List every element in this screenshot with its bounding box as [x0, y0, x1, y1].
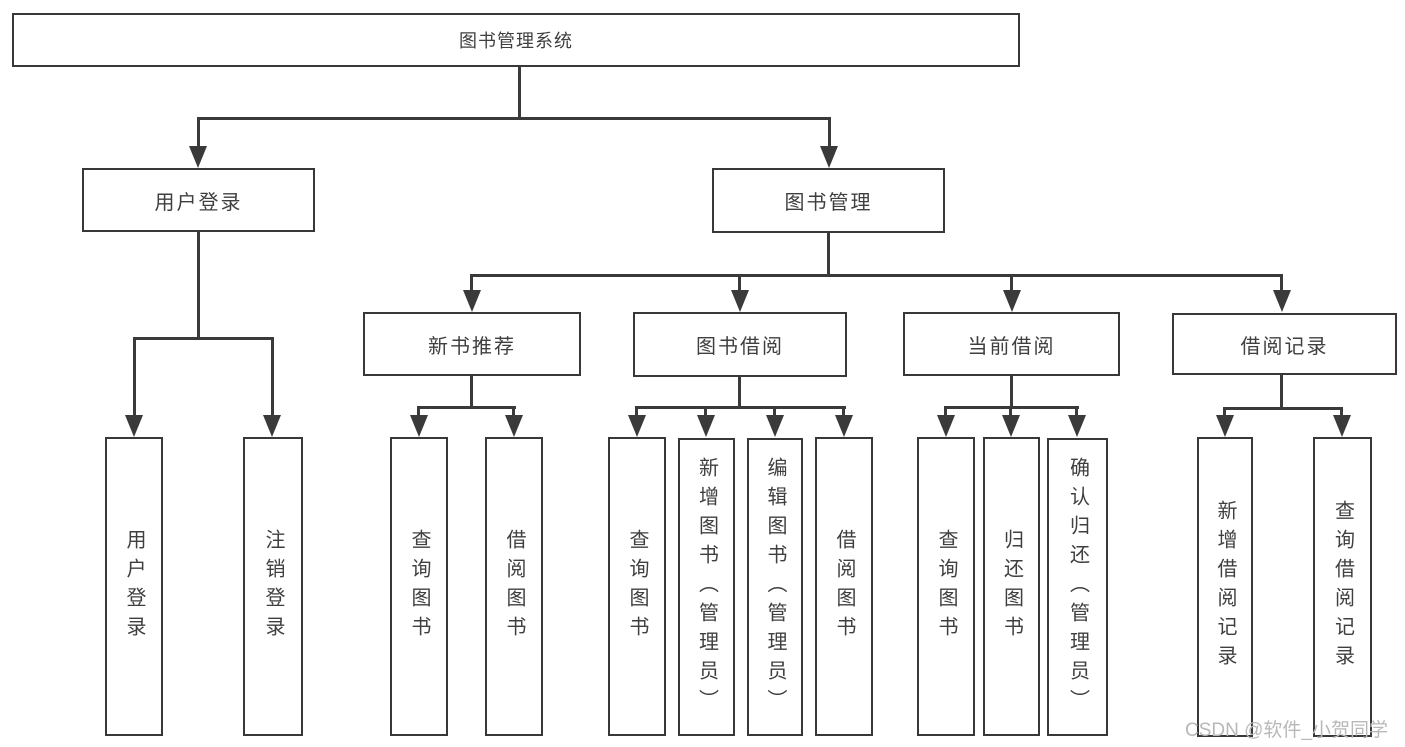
node-add-borrow-record: 新增借阅记录	[1197, 437, 1253, 737]
connector-line	[1340, 407, 1343, 415]
connector-line	[418, 406, 516, 409]
node-query-books-recommend: 查询图书	[390, 437, 448, 736]
arrow-down-icon	[628, 415, 646, 437]
node-label: 图书管理系统	[459, 31, 573, 51]
arrow-down-icon	[1003, 290, 1021, 312]
arrow-down-icon	[1068, 415, 1086, 437]
node-label: 新增图书（管理员）	[695, 456, 718, 718]
node-borrow-books: 借阅图书	[815, 437, 873, 736]
connector-line	[197, 117, 831, 120]
node-user-login-leaf: 用户登录	[105, 437, 163, 736]
node-label: 新书推荐	[428, 335, 516, 358]
csdn-watermark: CSDN @软件_小贺同学	[1185, 720, 1388, 741]
node-label: 查询图书	[626, 528, 648, 645]
connector-line	[1010, 376, 1013, 406]
node-label: 借阅记录	[1240, 335, 1329, 358]
arrow-down-icon	[1002, 415, 1020, 437]
node-label: 查询借阅记录	[1331, 500, 1354, 674]
connector-line	[704, 406, 707, 415]
connector-line	[738, 376, 741, 406]
connector-line	[842, 406, 845, 415]
arrow-down-icon	[410, 415, 428, 437]
node-label: 归还图书	[1000, 528, 1023, 645]
connector-line	[1224, 407, 1343, 410]
node-query-books-borrowing: 查询图书	[608, 437, 666, 736]
node-borrowing-records: 借阅记录	[1172, 313, 1397, 375]
node-return-books: 归还图书	[983, 437, 1040, 736]
connector-line	[518, 67, 521, 117]
arrow-down-icon	[820, 146, 838, 168]
connector-line	[738, 274, 741, 290]
connector-line	[635, 406, 638, 415]
node-label: 查询图书	[408, 528, 430, 645]
arrow-down-icon	[463, 290, 481, 312]
node-confirm-return-admin: 确认归还（管理员）	[1047, 438, 1108, 736]
node-label: 注销登录	[262, 528, 284, 645]
connector-line	[1280, 375, 1283, 407]
node-label: 图书管理	[784, 192, 873, 214]
arrow-down-icon	[189, 146, 207, 168]
connector-line	[773, 406, 776, 415]
node-label: 查询图书	[935, 528, 957, 645]
node-edit-books-admin: 编辑图书（管理员）	[747, 438, 803, 736]
connector-line	[1280, 274, 1283, 290]
connector-line	[133, 337, 274, 340]
arrow-down-icon	[125, 415, 143, 437]
arrow-down-icon	[835, 415, 853, 437]
node-query-borrow-record: 查询借阅记录	[1313, 437, 1372, 737]
arrow-down-icon	[731, 290, 749, 312]
connector-line	[827, 233, 830, 274]
arrow-down-icon	[697, 415, 715, 437]
node-add-books-admin: 新增图书（管理员）	[678, 438, 735, 736]
node-borrow-books-recommend: 借阅图书	[485, 437, 543, 736]
node-label: 借阅图书	[833, 528, 855, 645]
arrow-down-icon	[505, 415, 523, 437]
connector-line	[944, 406, 947, 415]
node-book-borrowing: 图书借阅	[633, 312, 847, 377]
arrow-down-icon	[1333, 415, 1351, 437]
connector-line	[945, 406, 1079, 409]
node-logout: 注销登录	[243, 437, 303, 736]
node-book-management: 图书管理	[712, 168, 945, 233]
connector-line	[512, 406, 515, 415]
connector-line	[417, 406, 420, 415]
node-label: 用户登录	[123, 528, 145, 645]
node-current-borrowing: 当前借阅	[903, 312, 1120, 376]
node-library-system: 图书管理系统	[12, 13, 1020, 67]
node-new-book-recommend: 新书推荐	[363, 312, 581, 376]
node-label: 图书借阅	[696, 336, 784, 358]
connector-line	[133, 337, 136, 415]
arrow-down-icon	[263, 415, 281, 437]
connector-line	[197, 232, 200, 337]
node-label: 新增借阅记录	[1214, 500, 1236, 674]
connector-line	[1223, 407, 1226, 415]
arrow-down-icon	[937, 415, 955, 437]
connector-line	[197, 117, 200, 146]
node-user-login: 用户登录	[82, 168, 315, 232]
connector-line	[470, 376, 473, 406]
connector-line	[1009, 406, 1012, 415]
node-label: 当前借阅	[967, 335, 1056, 358]
connector-line	[470, 274, 473, 290]
arrow-down-icon	[1273, 290, 1291, 312]
node-label: 用户登录	[154, 191, 243, 214]
connector-line	[1075, 406, 1078, 415]
node-label: 编辑图书（管理员）	[764, 456, 786, 718]
connector-line	[828, 117, 831, 146]
arrow-down-icon	[766, 415, 784, 437]
connector-line	[271, 337, 274, 415]
connector-line	[636, 406, 846, 409]
connector-line	[470, 274, 1282, 277]
arrow-down-icon	[1216, 415, 1234, 437]
node-label: 借阅图书	[503, 528, 525, 645]
node-query-books-current: 查询图书	[917, 437, 975, 736]
node-label: 确认归还（管理员）	[1066, 456, 1089, 718]
connector-line	[1010, 274, 1013, 290]
